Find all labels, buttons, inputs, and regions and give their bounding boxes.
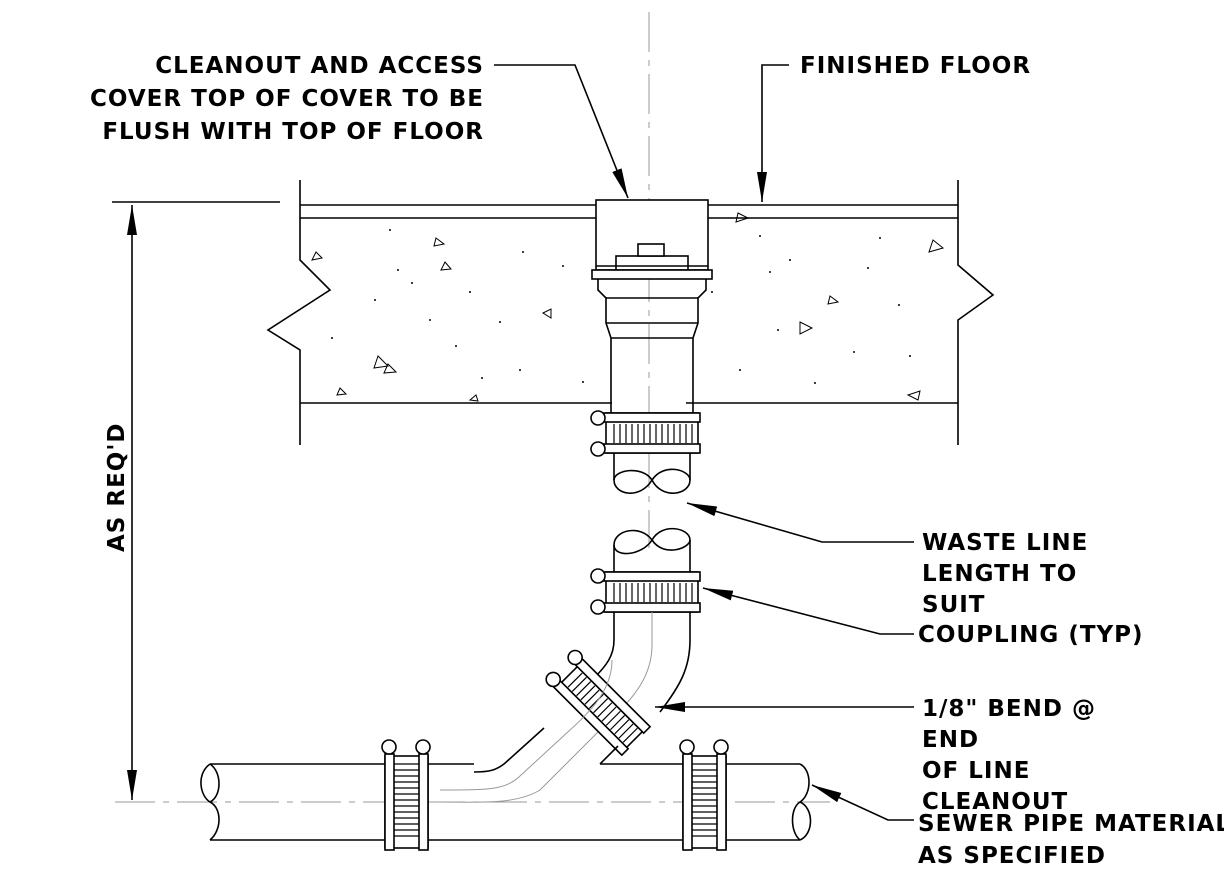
bend-label-line2: END [922, 727, 979, 753]
waste-line-label-line1: WASTE LINE [922, 530, 1088, 556]
lower-vertical-coupling [590, 568, 701, 615]
cleanout-access-cover [591, 199, 713, 280]
upper-coupling [590, 410, 701, 457]
right-horizontal-coupling [679, 739, 729, 851]
floor-slab [266, 180, 995, 445]
cleanout-label-line3: FLUSH WITH TOP OF FLOOR [102, 119, 484, 145]
sewer-pipe [200, 763, 812, 841]
waste-line-label-line3: SUIT [922, 592, 986, 618]
concrete-dots [331, 229, 911, 384]
cleanout-body [597, 279, 707, 413]
labels: CLEANOUT AND ACCESS COVER TOP OF COVER T… [90, 53, 1224, 869]
as-reqd-label: AS REQ'D [104, 423, 130, 552]
concrete-aggregate [311, 212, 945, 402]
finished-floor-label: FINISHED FLOOR [800, 53, 1031, 79]
left-horizontal-coupling-ribs [394, 763, 419, 837]
diagonal-coupling [545, 649, 652, 757]
sewer-label-line2: AS SPECIFIED [918, 843, 1106, 869]
coupling-label: COUPLING (TYP) [918, 622, 1144, 648]
waste-pipe-upper-break [613, 453, 691, 494]
as-reqd-dimension [112, 201, 280, 800]
sewer-pipe-inner-centerline [439, 659, 613, 791]
bend-label-line3: OF LINE [922, 758, 1030, 784]
leader-lines [494, 64, 914, 821]
cleanout-label-line2: COVER TOP OF COVER TO BE [90, 86, 484, 112]
cleanout-label-line1: CLEANOUT AND ACCESS [155, 53, 484, 79]
waste-line-label-line2: LENGTH TO [922, 561, 1077, 587]
right-horizontal-coupling-ribs [692, 763, 717, 837]
bend-label-line4: CLEANOUT [922, 789, 1068, 815]
waste-pipe-lower-break [613, 527, 691, 572]
left-horizontal-coupling [381, 739, 431, 851]
lower-vertical-coupling-ribs [613, 583, 693, 602]
upper-coupling-ribs [613, 424, 693, 443]
bend-centerline [439, 612, 653, 803]
wye-branch [473, 727, 619, 773]
sewer-label-line1: SEWER PIPE MATERIAL [918, 811, 1224, 837]
bend-label-line1: 1/8" BEND @ [922, 696, 1096, 722]
